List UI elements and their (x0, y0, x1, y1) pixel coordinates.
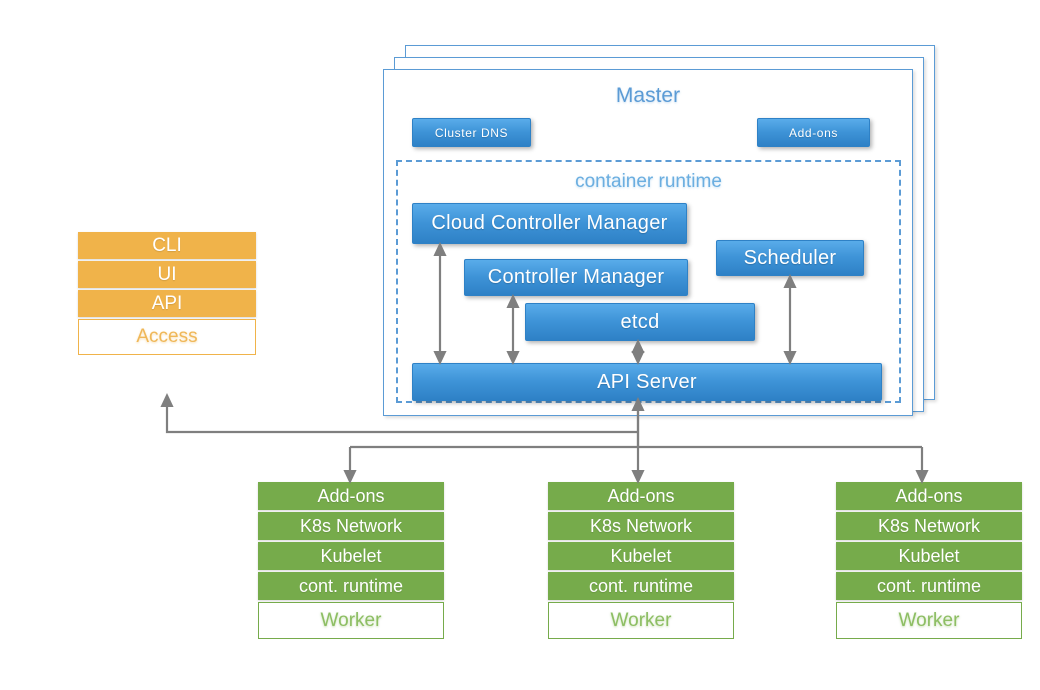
worker-row-addons[interactable]: Add-ons (258, 482, 444, 510)
worker-row-cont-runtime[interactable]: cont. runtime (258, 572, 444, 600)
component-cluster-dns[interactable]: Cluster DNS (412, 118, 531, 147)
component-scheduler[interactable]: Scheduler (716, 240, 864, 276)
component-addons-master[interactable]: Add-ons (757, 118, 870, 147)
worker-footer-label: Worker (258, 602, 444, 639)
worker-footer-label: Worker (836, 602, 1022, 639)
container-runtime-title: container runtime (575, 171, 722, 192)
worker-node-3: Add-ons K8s Network Kubelet cont. runtim… (836, 482, 1022, 639)
worker-row-addons[interactable]: Add-ons (836, 482, 1022, 510)
worker-footer-label: Worker (548, 602, 734, 639)
worker-row-kubelet[interactable]: Kubelet (258, 542, 444, 570)
component-etcd[interactable]: etcd (525, 303, 755, 341)
worker-node-2: Add-ons K8s Network Kubelet cont. runtim… (548, 482, 734, 639)
component-cloud-controller-manager[interactable]: Cloud Controller Manager (412, 203, 687, 244)
access-row-api[interactable]: API (78, 290, 256, 317)
container-runtime-boundary: container runtime (396, 160, 901, 403)
worker-row-k8s-network[interactable]: K8s Network (258, 512, 444, 540)
worker-row-cont-runtime[interactable]: cont. runtime (548, 572, 734, 600)
worker-row-k8s-network[interactable]: K8s Network (548, 512, 734, 540)
worker-node-1: Add-ons K8s Network Kubelet cont. runtim… (258, 482, 444, 639)
access-footer-label: Access (78, 319, 256, 355)
worker-row-kubelet[interactable]: Kubelet (548, 542, 734, 570)
access-stack: CLI UI API Access (78, 232, 256, 355)
worker-row-cont-runtime[interactable]: cont. runtime (836, 572, 1022, 600)
worker-row-kubelet[interactable]: Kubelet (836, 542, 1022, 570)
master-title: Master (615, 84, 681, 107)
component-api-server[interactable]: API Server (412, 363, 882, 401)
worker-row-k8s-network[interactable]: K8s Network (836, 512, 1022, 540)
access-row-ui[interactable]: UI (78, 261, 256, 288)
component-controller-manager[interactable]: Controller Manager (464, 259, 688, 296)
access-row-cli[interactable]: CLI (78, 232, 256, 259)
worker-row-addons[interactable]: Add-ons (548, 482, 734, 510)
